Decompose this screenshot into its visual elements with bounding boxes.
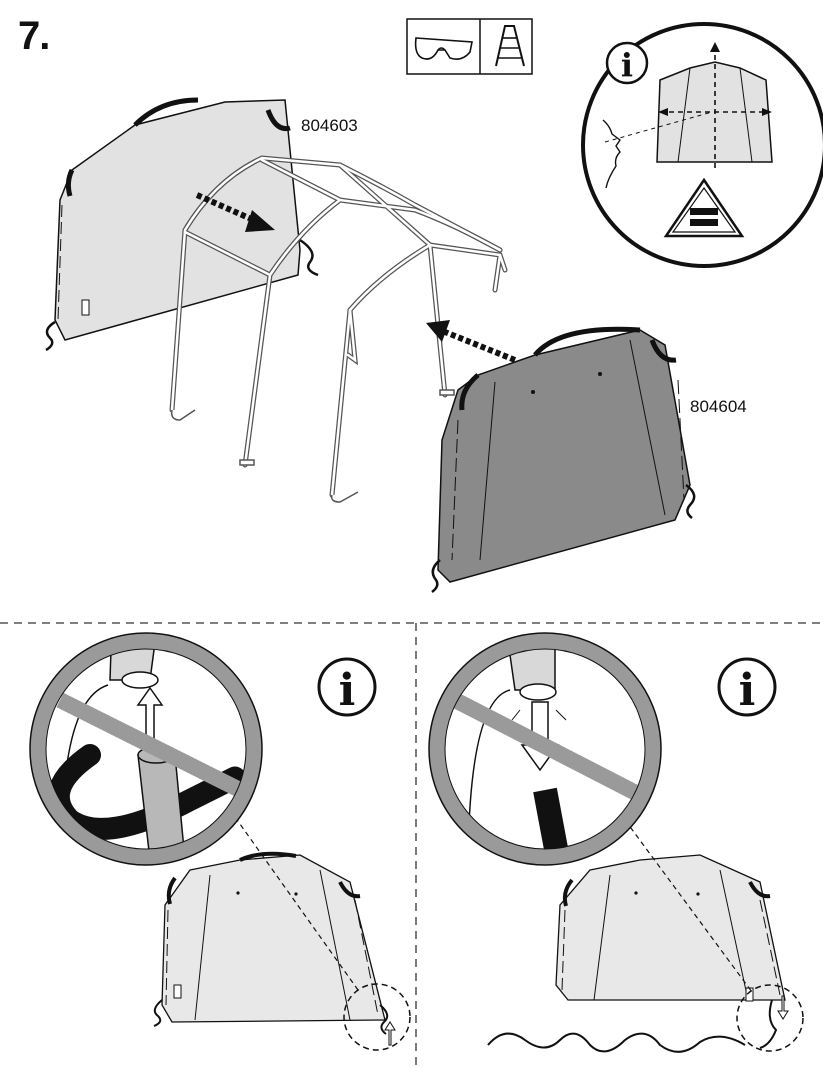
safety-icons-box — [406, 18, 533, 75]
step-number: 7. — [18, 14, 50, 58]
safety-glasses-icon — [414, 37, 473, 60]
ladder-icon — [495, 25, 525, 67]
cover-detail-right — [487, 819, 804, 1053]
install-arrow-front — [195, 192, 275, 232]
part-number-rear-panel: 804604 — [690, 397, 747, 416]
equal-triangle-icon — [663, 177, 745, 238]
info-icon: i — [317, 657, 377, 717]
prohibited-icon — [428, 632, 662, 866]
install-arrow-rear — [426, 320, 517, 363]
frame-feet — [170, 389, 455, 503]
part-number-front-panel: 804603 — [301, 116, 358, 135]
prohibited-icon — [29, 632, 263, 866]
rear-cover-panel — [431, 326, 696, 593]
alignment-info-circle: i — [581, 22, 823, 268]
cover-detail-left — [153, 809, 411, 1051]
info-glyph: i — [739, 665, 756, 716]
info-icon: i — [605, 41, 649, 85]
info-glyph: i — [339, 665, 356, 716]
info-icon: i — [717, 657, 777, 717]
front-cover-panel — [45, 97, 319, 352]
tent-frame-inner — [170, 156, 507, 497]
info-glyph: i — [621, 46, 633, 84]
